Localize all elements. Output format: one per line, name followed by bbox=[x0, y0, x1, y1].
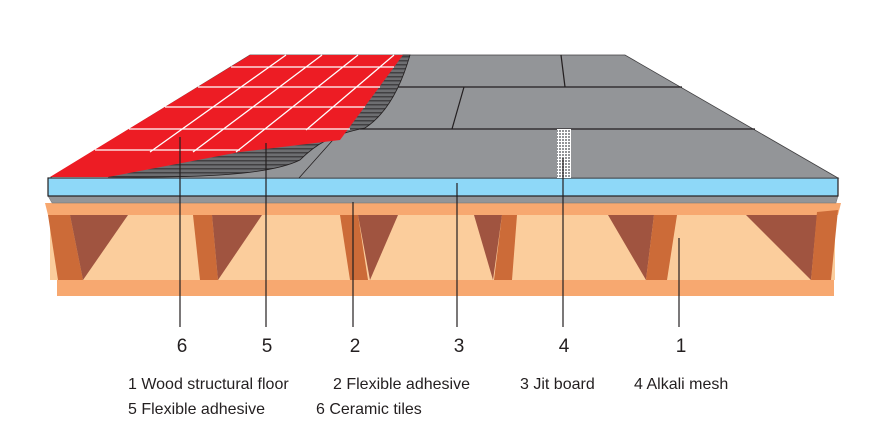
legend-item-6: 6 Ceramic tiles bbox=[316, 401, 422, 418]
jit-board bbox=[47, 177, 839, 197]
callout-leader-lines bbox=[179, 137, 680, 327]
ceramic-tiles bbox=[50, 55, 403, 177]
flexible-adhesive-layer bbox=[47, 195, 839, 204]
callout-3: 3 bbox=[453, 336, 465, 357]
wood-structural-floor bbox=[45, 203, 841, 296]
callout-2: 2 bbox=[349, 336, 361, 357]
callout-4: 4 bbox=[558, 336, 570, 357]
legend-item-4: 4 Alkali mesh bbox=[634, 376, 729, 393]
alkali-mesh bbox=[557, 129, 571, 178]
legend-item-5: 5 Flexible adhesive bbox=[128, 401, 265, 418]
callout-1: 1 bbox=[675, 336, 687, 357]
legend-item-2: 2 Flexible adhesive bbox=[333, 376, 470, 393]
tile-grout-lines bbox=[95, 54, 395, 153]
legend-item-1: 1 Wood structural floor bbox=[128, 376, 289, 393]
callout-6: 6 bbox=[176, 336, 188, 357]
callout-5: 5 bbox=[261, 336, 273, 357]
legend-item-3: 3 Jit board bbox=[520, 376, 595, 393]
